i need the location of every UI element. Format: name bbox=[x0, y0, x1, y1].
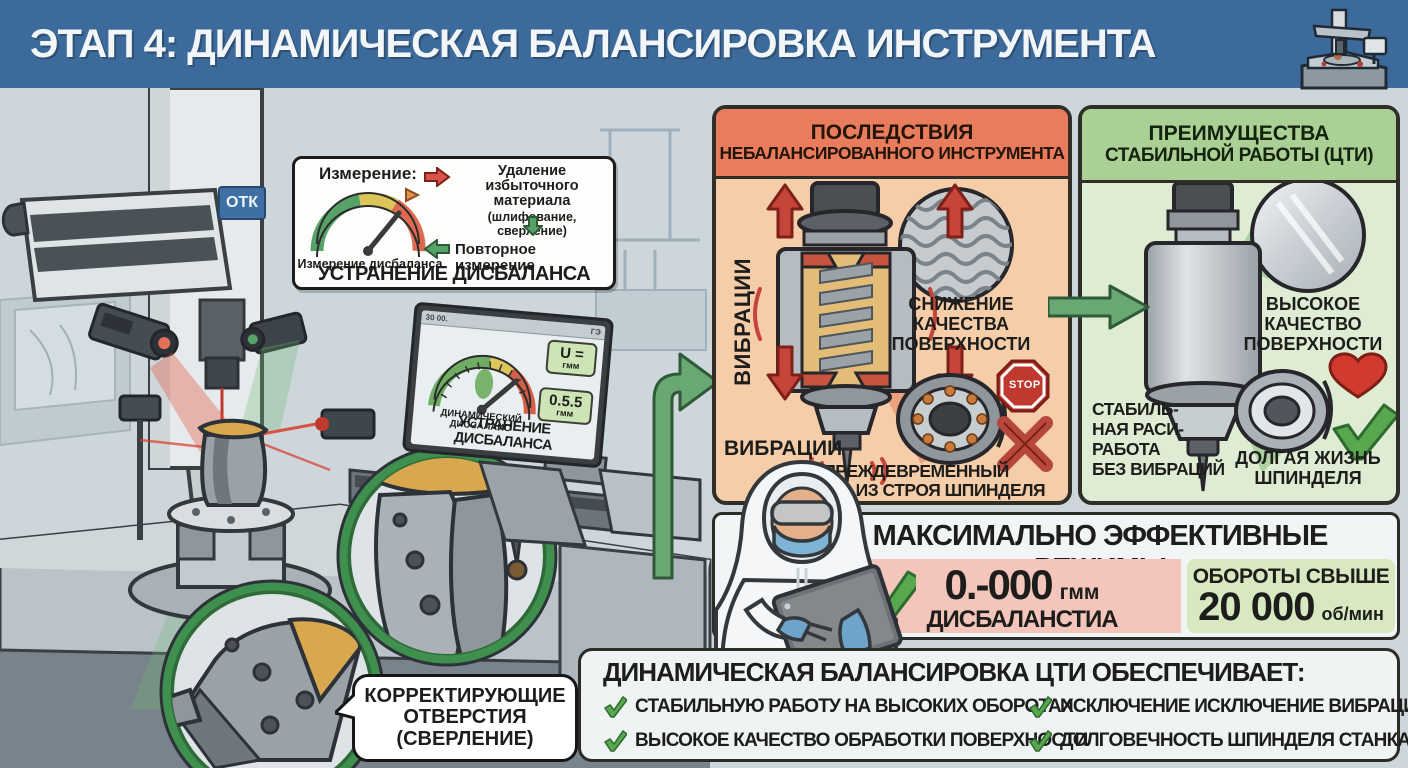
surface-caption-line3: ПОВЕРХНОСТИ bbox=[891, 333, 1031, 354]
summary-title: ДИНАМИЧЕСКАЯ БАЛАНСИРОВКА ЦТИ ОБЕСПЕЧИВА… bbox=[603, 657, 1306, 687]
summary-item: ДОЛГОВЕЧНОСТЬ ШПИНДЕЛЯ СТАНКА bbox=[1028, 724, 1408, 758]
correction-holes-callout: КОРРЕКТИРУЮЩИЕ ОТВЕРСТИЯ (СВЕРЛЕНИЕ) bbox=[335, 674, 578, 762]
rpm-unit: об/мин bbox=[1321, 603, 1384, 624]
summary-panel: ДИНАМИЧЕСКАЯ БАЛАНСИРОВКА ЦТИ ОБЕСПЕЧИВА… bbox=[578, 648, 1408, 762]
worker-with-tablet bbox=[714, 460, 903, 670]
vibration-left-label: ВИБРАЦИИ bbox=[730, 258, 755, 386]
check-icon bbox=[603, 729, 627, 752]
unbalanced-spindle-illustration bbox=[753, 181, 1053, 485]
monitor-gauge-icon bbox=[427, 354, 536, 421]
check-icon bbox=[603, 695, 627, 718]
callout-tail bbox=[335, 691, 359, 721]
spindle-failure-line1: ПРЕЖДЕВРЕМЕННЫЙ bbox=[823, 461, 1009, 481]
check-icon bbox=[1028, 695, 1052, 718]
stable-line2: НАЯ РАСИ- bbox=[1092, 419, 1184, 440]
step-remove-line2: материала bbox=[493, 193, 571, 210]
bearing-life-line2: ШПИНДЕЛЯ bbox=[1254, 467, 1362, 488]
bearing-life-line1: ДОЛГАЯ ЖИЗНЬ bbox=[1235, 448, 1381, 468]
summary-item: ИСКЛЮЧЕНИЕ ИСКЛЮЧЕНИЕ ВИБРАЦИЙ bbox=[1028, 690, 1408, 724]
check-icon bbox=[1028, 729, 1052, 752]
imbalance-unit: гмм bbox=[1059, 581, 1100, 605]
summary-checklist: СТАБИЛЬНУЮ РАБОТУ НА ВЫСОКИХ ОБОРОТАХ ИС… bbox=[603, 690, 1408, 758]
stable-line4: БЕЗ ВИБРАЦИЙ bbox=[1092, 459, 1225, 480]
stop-sign-label: STOP bbox=[1009, 379, 1041, 391]
surface-caption-line2: КАЧЕСТВА bbox=[913, 313, 1009, 334]
callout-line2: ОТВЕРСТИЯ bbox=[403, 706, 527, 729]
consequences-title-line1: ПОСЛЕДСТВИЯ bbox=[810, 120, 974, 144]
balancing-monitor: 30 00. ГЭ Д bbox=[401, 301, 615, 469]
arrow-down-green-icon bbox=[523, 216, 543, 237]
imbalance-value: 0.-000 bbox=[944, 561, 1054, 609]
header-bar: ЭТАП 4: ДИНАМИЧЕСКАЯ БАЛАНСИРОВКА ИНСТРУ… bbox=[0, 0, 1408, 90]
monitor-value-055: 0.5.5 гмм bbox=[537, 386, 594, 426]
step-repeat: Повторное измерение bbox=[455, 241, 537, 274]
imbalance-gauge-icon bbox=[310, 187, 426, 257]
benefit-surface-line2: КАЧЕСТВО bbox=[1264, 313, 1362, 334]
flow-arrow-to-benefits bbox=[1048, 284, 1150, 330]
benefits-header: ПРЕИМУЩЕСТВА СТАБИЛЬНОЙ РАБОТЫ (ЦТИ) bbox=[1082, 109, 1396, 183]
otk-machine-tag: ОТК bbox=[218, 186, 266, 220]
arrow-left-green-icon bbox=[423, 239, 450, 259]
modes-panel: МАКСИМАЛЬНО ЭФФЕКТИВНЫЕ РЕЖИМЫ 0.-000 гм… bbox=[712, 512, 1400, 640]
otk-tag-text: ОТК bbox=[226, 194, 258, 211]
monitor-value-u: U = гмм bbox=[545, 339, 598, 378]
imbalance-label: ДИСБАЛАНСТИА bbox=[926, 606, 1118, 634]
gauge-caption: Измерение дисбаланса bbox=[297, 257, 443, 271]
flow-arrow-to-consequences bbox=[652, 352, 720, 580]
vibration-bottom-label: ВИБРАЦИИ bbox=[724, 437, 843, 460]
stable-line1: СТАБИЛЬ- bbox=[1092, 399, 1179, 419]
rpm-value: 20 000 bbox=[1198, 584, 1315, 629]
cmm-machine-icon bbox=[1300, 8, 1388, 90]
inset-footer: УСТРАНЕНИЕ ДИСБАЛАНСА bbox=[317, 263, 591, 285]
measurement-loop-panel: Измерение: Измерение дисбаланса Удаление… bbox=[292, 156, 616, 290]
measurement-label: Измерение: bbox=[319, 164, 417, 183]
summary-item-label: ВЫСОКОЕ КАЧЕСТВО ОБРАБОТКИ ПОВЕРХНОСТИ bbox=[635, 730, 1088, 751]
balanced-spindle-illustration bbox=[1144, 183, 1396, 492]
surface-caption-line1: СНИЖЕНИЕ bbox=[908, 294, 1014, 314]
benefit-surface-line1: ВЫСОКОЕ bbox=[1265, 294, 1361, 314]
consequences-header: ПОСЛЕДСТВИЯ НЕБАЛАНСИРОВАННОГО ИНСТРУМЕН… bbox=[716, 109, 1068, 179]
stable-line3: РАБОТА bbox=[1092, 439, 1161, 460]
callout-line3: (СВЕРЛЕНИЕ) bbox=[396, 727, 534, 750]
benefits-title-line2: СТАБИЛЬНОЙ РАБОТЫ (ЦТИ) bbox=[1104, 144, 1374, 166]
arrow-right-red-icon bbox=[424, 167, 451, 187]
summary-item-label: ДОЛГОВЕЧНОСТЬ ШПИНДЕЛЯ СТАНКА bbox=[1060, 730, 1408, 751]
rpm-label: ОБОРОТЫ СВЫШЕ bbox=[1192, 564, 1390, 588]
summary-item: СТАБИЛЬНУЮ РАБОТУ НА ВЫСОКИХ ОБОРОТАХ bbox=[603, 690, 1074, 724]
summary-item: ВЫСОКОЕ КАЧЕСТВО ОБРАБОТКИ ПОВЕРХНОСТИ bbox=[603, 724, 1088, 758]
rpm-box: ОБОРОТЫ СВЫШЕ 20 000 об/мин bbox=[1187, 559, 1395, 633]
monitor-screen: 30 00. ГЭ Д bbox=[410, 310, 606, 460]
consequences-title-line2: НЕБАЛАНСИРОВАННОГО ИНСТРУМЕНТА bbox=[719, 143, 1065, 164]
monitor-titlebar-icon: ГЭ bbox=[590, 327, 602, 337]
summary-item-label: ИСКЛЮЧЕНИЕ ИСКЛЮЧЕНИЕ ВИБРАЦИЙ bbox=[1060, 696, 1408, 717]
value-u-unit: гмм bbox=[561, 359, 580, 372]
benefits-title-line1: ПРЕИМУЩЕСТВА bbox=[1148, 121, 1330, 145]
consequences-panel: ПОСЛЕДСТВИЯ НЕБАЛАНСИРОВАННОГО ИНСТРУМЕН… bbox=[712, 105, 1072, 505]
callout-line1: КОРРЕКТИРУЮЩИЕ bbox=[364, 684, 566, 707]
monitor-titlebar-text: 30 00. bbox=[425, 312, 449, 324]
benefit-surface-line3: ПОВЕРХНОСТИ bbox=[1243, 333, 1383, 354]
page-title: ЭТАП 4: ДИНАМИЧЕСКАЯ БАЛАНСИРОВКА ИНСТРУ… bbox=[30, 21, 1157, 66]
summary-item-label: СТАБИЛЬНУЮ РАБОТУ НА ВЫСОКИХ ОБОРОТАХ bbox=[635, 696, 1074, 717]
step-remove-line1: Удаление избыточного bbox=[485, 163, 579, 195]
